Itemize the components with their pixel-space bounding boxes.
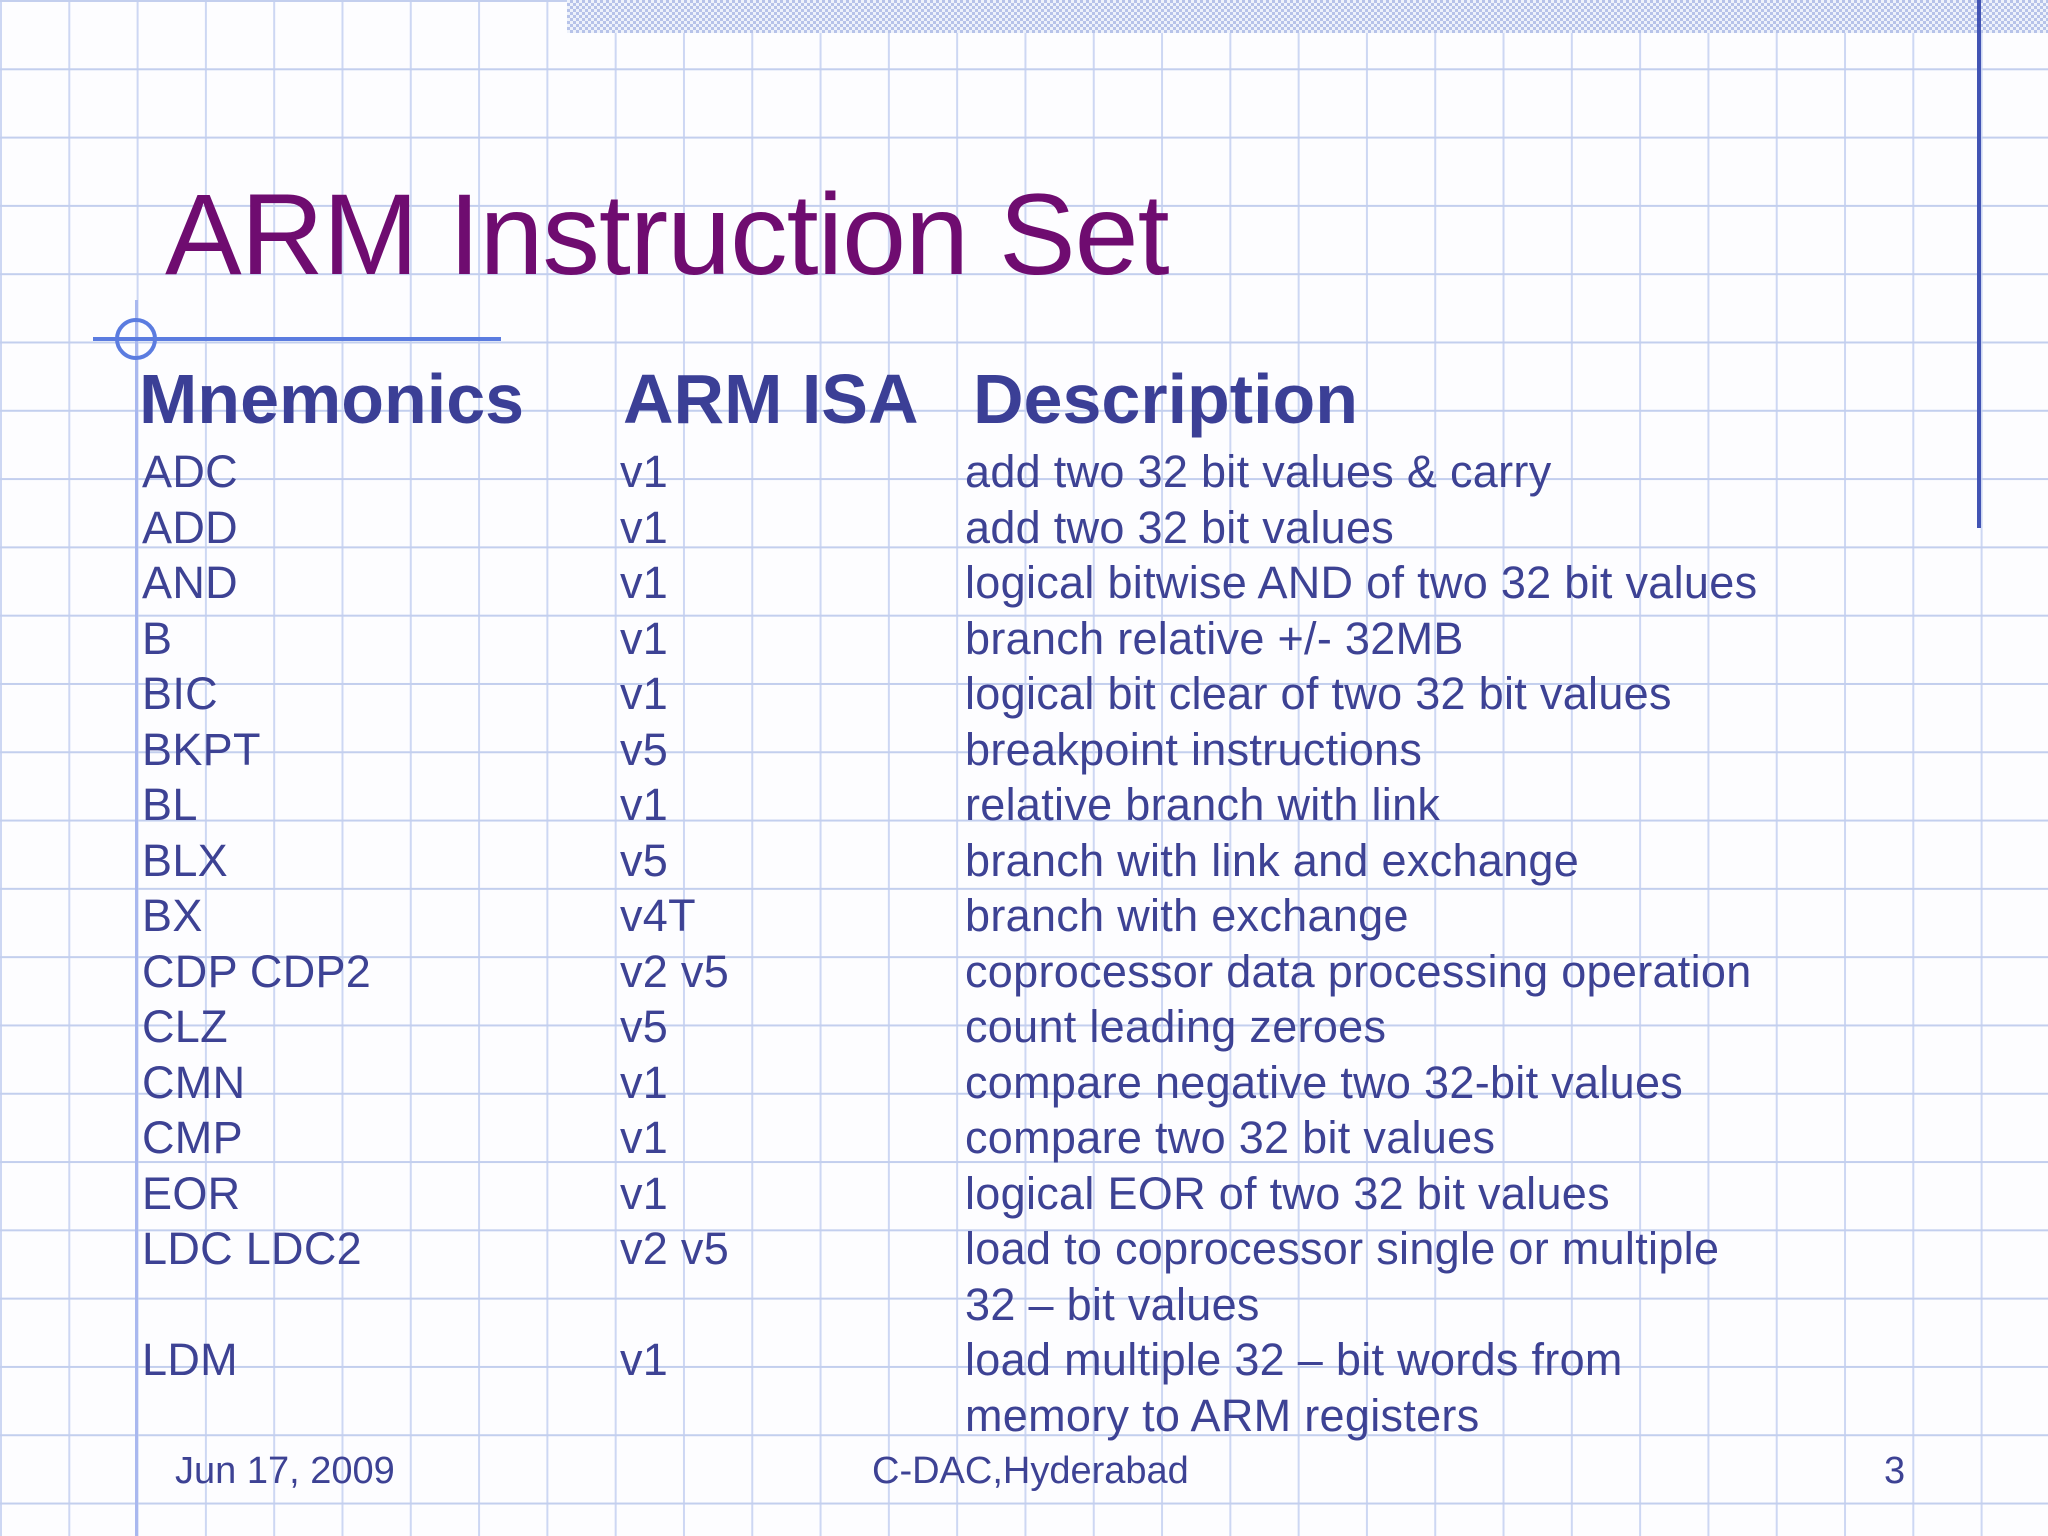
table-row: memory to ARM registers	[142, 1388, 1757, 1444]
isa-cell: v5	[620, 834, 669, 886]
table-row: LDC LDC2 v2 v5 load to coprocessor singl…	[142, 1221, 1757, 1277]
description-cell: logical bit clear of two 32 bit values	[965, 668, 1672, 719]
table-row: CLZ v5 count leading zeroes	[142, 999, 1757, 1055]
table-row: B v1 branch relative +/- 32MB	[142, 611, 1757, 667]
table-row: ADC v1 add two 32 bit values & carry	[142, 444, 1757, 500]
mnemonic-cell: CMP	[142, 1112, 243, 1163]
column-header-mnemonics: Mnemonics	[139, 360, 525, 438]
table-row: ADD v1 add two 32 bit values	[142, 500, 1757, 556]
mnemonic-cell: B	[142, 612, 173, 664]
mnemonic-cell: CDP CDP2	[142, 945, 372, 997]
description-cell: coprocessor data processing operation	[965, 945, 1752, 997]
title-underline	[93, 337, 501, 341]
isa-cell: v1	[620, 779, 669, 830]
mnemonic-cell: LDM	[142, 1334, 238, 1385]
instruction-table: ADC v1 add two 32 bit values & carry ADD…	[142, 444, 1757, 1443]
isa-cell: v1	[620, 1056, 669, 1108]
isa-cell: v1	[620, 612, 669, 664]
table-row: BX v4T branch with exchange	[142, 888, 1757, 944]
table-row: BIC v1 logical bit clear of two 32 bit v…	[142, 666, 1757, 722]
description-cell: logical bitwise AND of two 32 bit values	[965, 557, 1758, 608]
mnemonic-cell: CMN	[142, 1056, 246, 1108]
table-row: LDM v1 load multiple 32 – bit words from	[142, 1332, 1757, 1388]
right-vertical-rule	[1977, 0, 1981, 528]
mnemonic-cell: BLX	[142, 834, 228, 886]
column-header-arm-isa: ARM ISA	[623, 360, 919, 438]
isa-cell	[620, 1277, 965, 1333]
mnemonic-cell: CLZ	[142, 1001, 228, 1052]
description-cell: branch with exchange	[965, 890, 1409, 941]
description-cell: branch with link and exchange	[965, 834, 1580, 886]
table-row: BL v1 relative branch with link	[142, 777, 1757, 833]
isa-cell: v1	[620, 1334, 669, 1385]
description-cell: breakpoint instructions	[965, 723, 1423, 775]
isa-cell: v1	[620, 1112, 669, 1163]
mnemonic-cell: EOR	[142, 1167, 241, 1219]
table-row: CMN v1 compare negative two 32-bit value…	[142, 1055, 1757, 1111]
footer-organization: C-DAC,Hyderabad	[872, 1450, 1189, 1492]
accent-circle-decoration	[115, 318, 157, 360]
isa-cell: v1	[620, 668, 669, 719]
mnemonic-cell: ADC	[142, 446, 238, 497]
description-cell: memory to ARM registers	[965, 1389, 1480, 1441]
table-row: BLX v5 branch with link and exchange	[142, 833, 1757, 889]
footer-page-number: 3	[1884, 1450, 1906, 1492]
table-header-row: Mnemonics ARM ISA Description	[139, 364, 1358, 434]
isa-cell: v1	[620, 1167, 669, 1219]
description-cell: count leading zeroes	[965, 1001, 1387, 1052]
description-cell: add two 32 bit values	[965, 501, 1395, 553]
description-cell: relative branch with link	[965, 779, 1441, 830]
column-header-description: Description	[973, 360, 1359, 438]
table-row: CMP v1 compare two 32 bit values	[142, 1110, 1757, 1166]
mnemonic-cell: BX	[142, 890, 203, 941]
table-row: AND v1 logical bitwise AND of two 32 bit…	[142, 555, 1757, 611]
description-cell: load multiple 32 – bit words from	[965, 1334, 1623, 1385]
description-cell: branch relative +/- 32MB	[965, 612, 1464, 664]
isa-cell	[620, 1388, 965, 1444]
top-checkered-strip	[567, 0, 2048, 33]
slide-title: ARM Instruction Set	[165, 171, 1170, 299]
description-cell: add two 32 bit values & carry	[965, 446, 1552, 497]
accent-vertical-line	[135, 300, 138, 1536]
table-row: EOR v1 logical EOR of two 32 bit values	[142, 1166, 1757, 1222]
description-cell: logical EOR of two 32 bit values	[965, 1167, 1610, 1219]
mnemonic-cell	[142, 1277, 620, 1333]
description-cell: compare negative two 32-bit values	[965, 1056, 1684, 1108]
isa-cell: v5	[620, 1001, 669, 1052]
mnemonic-cell: BKPT	[142, 723, 261, 775]
isa-cell: v2 v5	[620, 1223, 730, 1274]
description-cell: compare two 32 bit values	[965, 1112, 1496, 1163]
mnemonic-cell: BIC	[142, 668, 218, 719]
isa-cell: v1	[620, 557, 669, 608]
mnemonic-cell	[142, 1388, 620, 1444]
isa-cell: v2 v5	[620, 945, 730, 997]
description-cell: load to coprocessor single or multiple	[965, 1223, 1720, 1274]
table-row: BKPT v5 breakpoint instructions	[142, 722, 1757, 778]
mnemonic-cell: ADD	[142, 501, 238, 553]
mnemonic-cell: LDC LDC2	[142, 1223, 362, 1274]
mnemonic-cell: BL	[142, 779, 198, 830]
isa-cell: v5	[620, 723, 669, 775]
table-row: 32 – bit values	[142, 1277, 1757, 1333]
isa-cell: v1	[620, 501, 669, 553]
mnemonic-cell: AND	[142, 557, 238, 608]
description-cell: 32 – bit values	[965, 1278, 1260, 1330]
footer-date: Jun 17, 2009	[175, 1450, 395, 1492]
table-row: CDP CDP2 v2 v5 coprocessor data processi…	[142, 944, 1757, 1000]
isa-cell: v4T	[620, 890, 696, 941]
isa-cell: v1	[620, 446, 669, 497]
